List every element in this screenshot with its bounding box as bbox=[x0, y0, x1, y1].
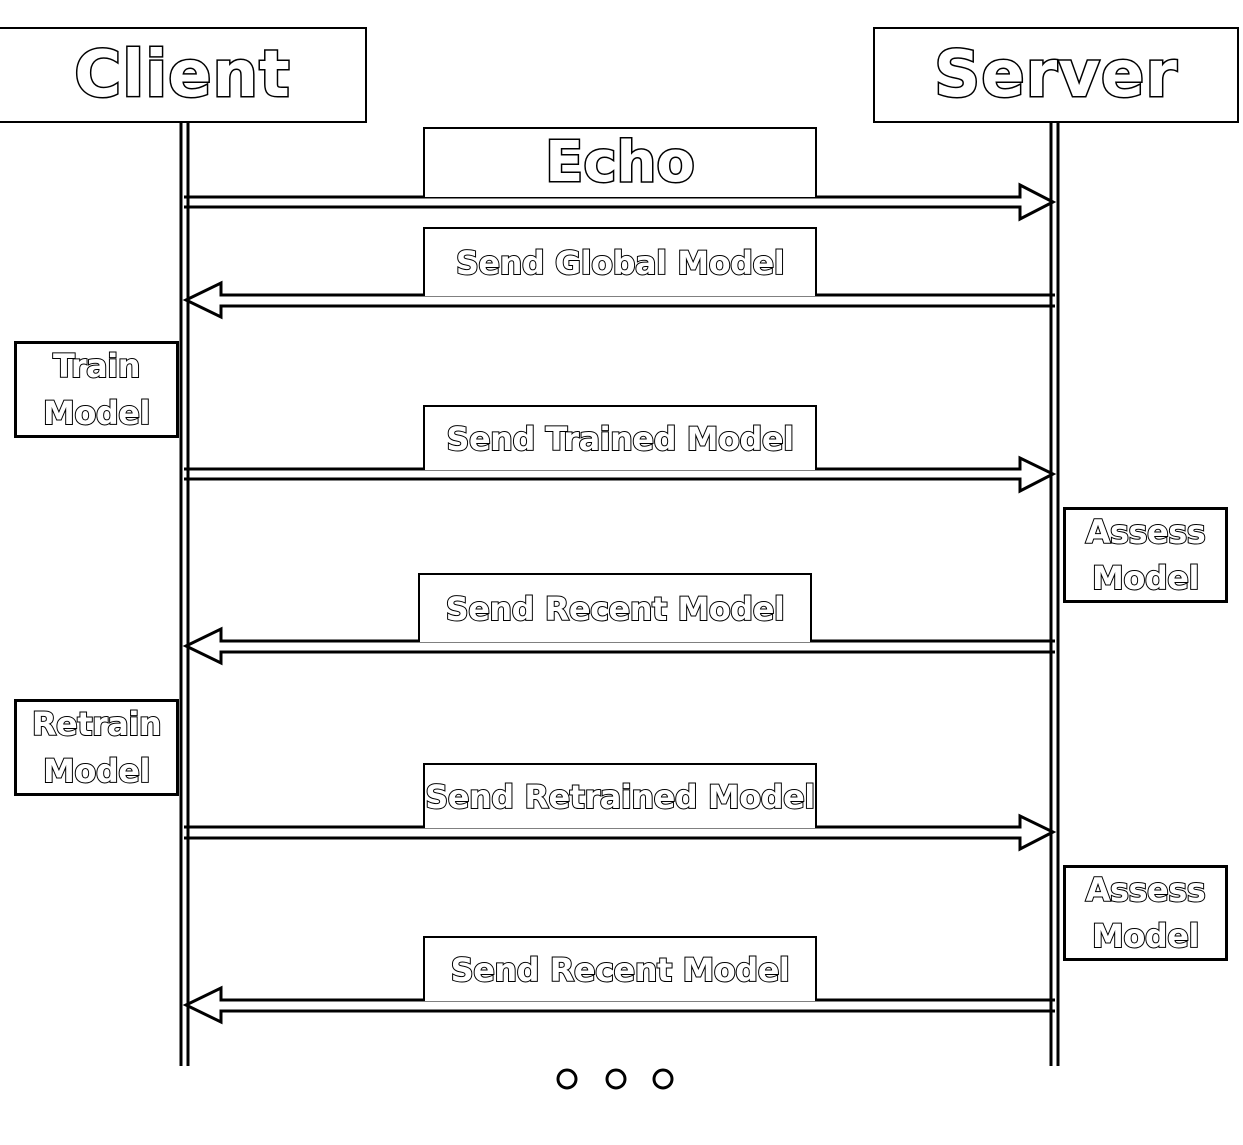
message-box-send-recent-model-2: Send Recent Model bbox=[423, 936, 817, 1001]
client-action-train-model: Train Model bbox=[14, 341, 179, 438]
message-box-send-global-model: Send Global Model bbox=[423, 227, 817, 296]
message-label-send-retrained-model: Send Retrained Model bbox=[424, 777, 816, 816]
message-label-send-trained-model: Send Trained Model bbox=[445, 419, 795, 458]
message-label-send-recent-model-1: Send Recent Model bbox=[445, 589, 786, 628]
server-action-line2: Model bbox=[1091, 558, 1200, 598]
client-action-line1: Retrain bbox=[31, 704, 163, 744]
server-actor-label: Server bbox=[933, 38, 1179, 112]
arrow-echo bbox=[184, 182, 1057, 222]
client-action-retrain-model: Retrain Model bbox=[14, 699, 179, 796]
message-label-send-global-model: Send Global Model bbox=[455, 243, 786, 282]
message-box-send-recent-model-1: Send Recent Model bbox=[418, 573, 812, 642]
client-action-line2: Model bbox=[42, 750, 151, 790]
client-action-line2: Model bbox=[42, 392, 151, 432]
client-actor-label: Client bbox=[73, 38, 291, 112]
client-lifeline bbox=[179, 122, 190, 1066]
server-action-assess-model-2: Assess Model bbox=[1063, 865, 1228, 961]
arrow-send-trained-model bbox=[184, 455, 1057, 494]
arrow-send-recent-model-1 bbox=[182, 626, 1055, 666]
arrow-send-recent-model-2 bbox=[182, 985, 1055, 1025]
message-box-send-retrained-model: Send Retrained Model bbox=[423, 763, 817, 828]
message-box-echo: Echo bbox=[423, 127, 817, 197]
arrow-send-retrained-model bbox=[184, 813, 1057, 852]
server-action-line1: Assess bbox=[1085, 512, 1207, 552]
message-label-send-recent-model-2: Send Recent Model bbox=[450, 950, 791, 989]
server-action-assess-model-1: Assess Model bbox=[1063, 507, 1228, 603]
message-label-echo: Echo bbox=[544, 130, 697, 195]
message-box-send-trained-model: Send Trained Model bbox=[423, 405, 817, 470]
dot-1 bbox=[556, 1068, 578, 1090]
dot-3 bbox=[652, 1068, 674, 1090]
client-action-line1: Train bbox=[52, 346, 141, 386]
dot-2 bbox=[605, 1068, 627, 1090]
server-action-line1: Assess bbox=[1085, 870, 1207, 910]
server-action-line2: Model bbox=[1091, 916, 1200, 956]
server-actor-box: Server bbox=[873, 27, 1239, 123]
continuation-dots bbox=[556, 1068, 674, 1090]
arrow-send-global-model bbox=[182, 280, 1055, 320]
server-lifeline bbox=[1049, 122, 1060, 1066]
client-actor-box: Client bbox=[0, 27, 367, 123]
